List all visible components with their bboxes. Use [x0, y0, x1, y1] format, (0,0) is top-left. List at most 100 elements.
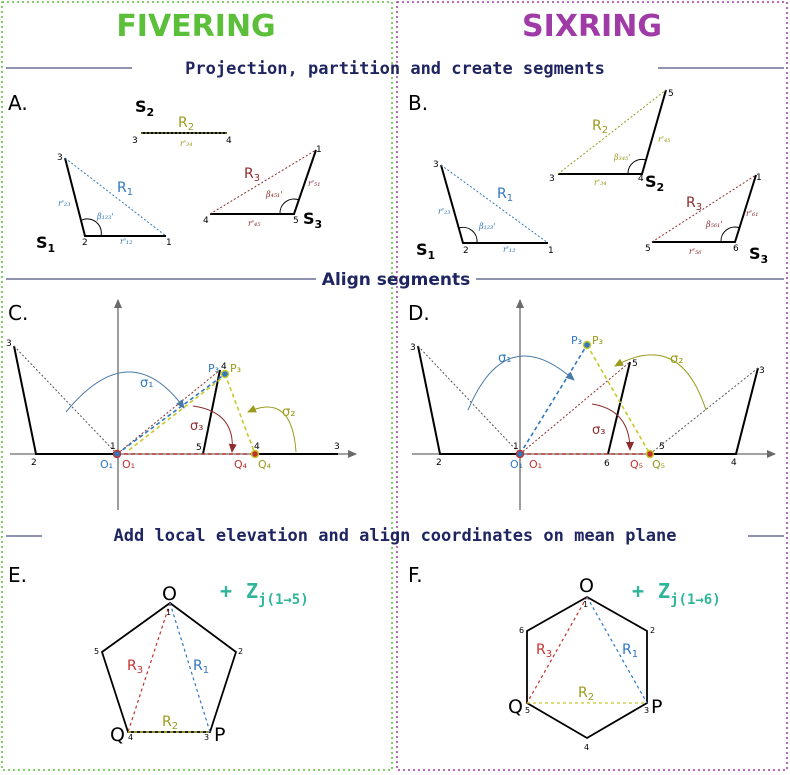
vector-op3 — [519, 344, 588, 455]
sixring-frame — [396, 1, 788, 771]
vertex-1: 1 — [110, 442, 116, 452]
segment-s3-label: S3 — [303, 209, 322, 231]
vertex-2: 2 — [436, 458, 442, 468]
angle-b451: β₄₅₁' — [265, 190, 282, 199]
vertex-1: 1 — [166, 238, 172, 248]
label-q4-yellow: Q₄ — [258, 458, 272, 471]
ring-r3-link — [519, 361, 631, 455]
vertex-1: 1 — [316, 145, 322, 155]
label-q5-yellow: Q₅ — [652, 458, 665, 471]
rotation-arc-sigma1 — [65, 371, 185, 413]
angle-b123: β₁₂₃' — [478, 222, 495, 231]
ring-link — [417, 345, 521, 455]
length-r12: r'₁₂ — [503, 245, 515, 254]
hexagon — [526, 595, 648, 740]
panel-label-a: A. — [8, 91, 28, 115]
vertex-5: 5 — [293, 216, 299, 226]
vertex-3: 3 — [204, 733, 209, 742]
panel-b-segments: R1 3 2 1 r'₂₃ r'₁₂ β₁₂₃' S1 R2 3 4 5 r'₃… — [416, 89, 768, 266]
vector-op3 — [116, 373, 226, 455]
vertex-2: 2 — [463, 246, 469, 256]
panel-label-d: D. — [408, 301, 430, 325]
ring-r1-chord — [169, 602, 211, 733]
panel-label-c: C. — [8, 301, 28, 325]
vertex-5: 5 — [94, 647, 99, 656]
vertex-4: 4 — [203, 216, 209, 226]
vertex-6: 6 — [604, 459, 610, 469]
vertex-3: 3 — [549, 174, 555, 184]
length-r51: r'₅₁ — [308, 179, 320, 188]
ring-r2-label: R2 — [162, 714, 178, 732]
vertex-4: 4 — [254, 442, 260, 452]
rotation-arc-sigma3 — [192, 405, 237, 453]
label-o1-blue: O₁ — [510, 458, 523, 471]
ring-r3-link — [209, 149, 317, 215]
point-q5 — [645, 449, 655, 459]
label-q: Q — [508, 696, 523, 718]
rotation-arc-sigma3 — [591, 403, 634, 451]
sigma2-label: σ₂ — [670, 352, 683, 367]
segment-s2-line — [650, 367, 759, 455]
vertex-3: 3 — [759, 366, 765, 376]
vertex-4: 4 — [731, 458, 737, 468]
vertex-2: 2 — [650, 626, 655, 635]
segment-s3-line — [652, 174, 757, 243]
length-r61: r'₆₁ — [746, 209, 758, 218]
sigma1-label: σ₁ — [498, 351, 511, 366]
vertex-4: 4 — [638, 174, 644, 184]
ring-link — [13, 345, 118, 455]
ring-r3-chord — [526, 596, 588, 704]
fivering-title: FIVERING — [116, 9, 275, 44]
vertex-1: 1 — [583, 600, 588, 609]
pentagon — [100, 601, 238, 733]
vertex-2: 2 — [82, 238, 88, 248]
vertex-5: 5 — [659, 442, 665, 452]
panel-label-b: B. — [408, 91, 428, 115]
vertex-3: 3 — [644, 706, 649, 715]
label-p3-blue: P₃ — [571, 334, 582, 347]
ring-link — [649, 367, 759, 455]
point-p3 — [582, 340, 592, 350]
sigma1-label: σ₁ — [140, 376, 153, 391]
vertex-2: 2 — [238, 647, 243, 656]
label-p: P — [214, 724, 225, 746]
angle-arc — [279, 198, 300, 215]
label-o1-red: O₁ — [529, 458, 542, 471]
panel-label-e: E. — [8, 563, 27, 587]
ring-r2-link — [557, 89, 667, 175]
segment-s3-line — [607, 361, 631, 455]
section-align-title: Align segments — [322, 270, 470, 290]
vertex-1: 1 — [548, 246, 554, 256]
segment-s2-line — [558, 89, 667, 175]
length-r56: r'₅₆ — [689, 247, 702, 256]
vertex-1: 1 — [166, 608, 171, 617]
elevation-term: +Zj(1→6) — [632, 579, 721, 608]
ring-r3-label: R3 — [127, 658, 143, 676]
vertex-2: 2 — [31, 458, 37, 468]
vertex-3: 3 — [6, 339, 12, 349]
label-q4-red: Q₄ — [234, 458, 248, 471]
ring-r3-label: R3 — [536, 642, 552, 660]
ring-r1-label: R1 — [497, 186, 513, 204]
panel-f-hexagon: R3 R1 R2 O P Q 1 2 3 4 5 6 +Zj(1→6) — [508, 575, 721, 752]
label-p3-yellow: P₃ — [592, 334, 603, 347]
ring-r3-chord — [127, 602, 171, 733]
ring-r3-label: R3 — [244, 166, 260, 184]
label-q5-red: Q₅ — [630, 458, 643, 471]
vertex-4: 4 — [128, 733, 133, 742]
vertex-5: 5 — [645, 244, 651, 254]
label-p: P — [651, 696, 662, 718]
length-r23: r'₂₃ — [438, 207, 450, 216]
vertex-4: 4 — [584, 743, 589, 752]
segment-s1-line — [64, 157, 166, 237]
label-o1-red: O₁ — [122, 458, 135, 471]
angle-b561: β₅₆₁' — [705, 220, 722, 229]
point-p3 — [220, 369, 230, 379]
ring-r2-label: R2 — [178, 115, 194, 133]
ring-r1-label: R1 — [622, 642, 638, 660]
point-q4 — [250, 449, 260, 459]
segment-s1-line — [440, 164, 548, 244]
ring-r3-label: R3 — [686, 195, 702, 213]
ring-r1-link — [64, 157, 167, 237]
rotation-arc-sigma2 — [614, 354, 707, 411]
